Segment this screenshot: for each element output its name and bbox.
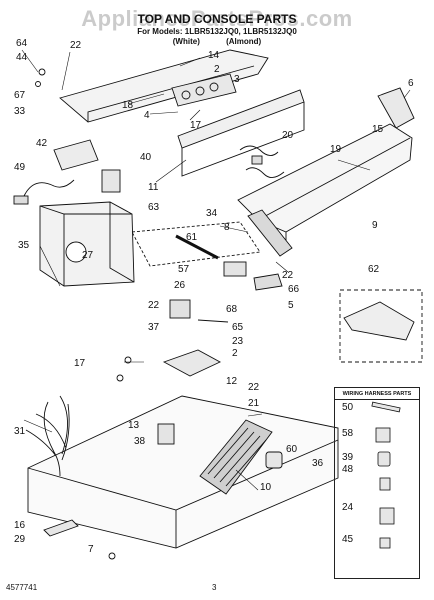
callout-11: 11 <box>148 182 159 193</box>
callout-36: 36 <box>312 458 324 469</box>
callout-33: 33 <box>14 106 26 117</box>
callout-48: 48 <box>342 464 354 475</box>
model-numbers: For Models: 1LBR5132JQ0, 1LBR5132JQ0 <box>137 27 297 36</box>
callout-15: 15 <box>372 124 384 135</box>
callout-20: 20 <box>282 130 294 141</box>
callout-8: 8 <box>224 222 230 233</box>
callout-42: 42 <box>36 138 48 149</box>
color-variants: (White) (Almond) <box>0 37 434 46</box>
callout-35: 35 <box>18 240 30 251</box>
callout-22b: 22 <box>282 270 294 281</box>
callout-13: 13 <box>128 420 140 431</box>
callout-18: 18 <box>122 100 134 111</box>
diagram-title: TOP AND CONSOLE PARTS <box>137 12 297 26</box>
callout-23: 23 <box>232 336 244 347</box>
callout-22a: 22 <box>70 40 82 51</box>
callout-67: 67 <box>14 90 26 101</box>
console-panel <box>59 49 269 123</box>
callout-40: 40 <box>140 152 152 163</box>
callout-3: 3 <box>234 74 240 85</box>
callout-21: 21 <box>248 398 260 409</box>
callout-16: 16 <box>14 520 26 531</box>
callout-5: 5 <box>288 300 294 311</box>
callout-50: 50 <box>342 402 354 413</box>
callout-44: 44 <box>16 52 28 63</box>
callout-14: 14 <box>208 50 220 61</box>
callout-64: 64 <box>16 38 28 49</box>
lint-screen-housing <box>247 209 293 257</box>
lint-filter-cover <box>199 419 273 495</box>
callout-57: 57 <box>178 264 190 275</box>
callout-22c: 22 <box>148 300 160 311</box>
callout-9: 9 <box>372 220 378 231</box>
callout-62: 62 <box>368 264 380 275</box>
callout-7: 7 <box>88 544 94 555</box>
callout-58: 58 <box>342 428 354 439</box>
color-almond: (Almond) <box>226 37 262 46</box>
callout-37: 37 <box>148 322 160 333</box>
callout-39: 39 <box>342 452 354 463</box>
callout-17mid: 17 <box>74 358 86 369</box>
callout-34: 34 <box>206 208 218 219</box>
top-bracket <box>377 87 415 129</box>
callout-38: 38 <box>134 436 146 447</box>
callout-17top: 17 <box>190 120 202 131</box>
callout-65: 65 <box>232 322 244 333</box>
legend-title: WIRING HARNESS PARTS <box>335 388 419 400</box>
callout-29: 29 <box>14 534 26 545</box>
callout-63: 63 <box>148 202 160 213</box>
callout-66: 66 <box>288 284 300 295</box>
callout-22d: 22 <box>248 382 260 393</box>
callout-26: 26 <box>174 280 186 291</box>
callout-31: 31 <box>14 426 26 437</box>
watermark: AppliancePartsPros.com <box>81 6 353 31</box>
callout-68: 68 <box>226 304 238 315</box>
callout-6: 6 <box>408 78 414 89</box>
callout-2top: 2 <box>214 64 220 75</box>
callout-61: 61 <box>186 232 198 243</box>
callout-19: 19 <box>330 144 342 155</box>
callout-49: 49 <box>14 162 26 173</box>
callout-60: 60 <box>286 444 298 455</box>
callout-2mid: 2 <box>232 348 238 359</box>
callout-45: 45 <box>342 534 354 545</box>
callout-24: 24 <box>342 502 354 513</box>
callout-27: 27 <box>82 250 94 261</box>
callout-12: 12 <box>226 376 238 387</box>
callout-10: 10 <box>260 482 272 493</box>
wiring-harness-parts-box: WIRING HARNESS PARTS <box>334 387 420 579</box>
color-white: (White) <box>172 37 200 46</box>
document-number: 4577741 <box>6 583 38 592</box>
callout-4: 4 <box>144 110 150 121</box>
page-number: 3 <box>212 583 217 592</box>
